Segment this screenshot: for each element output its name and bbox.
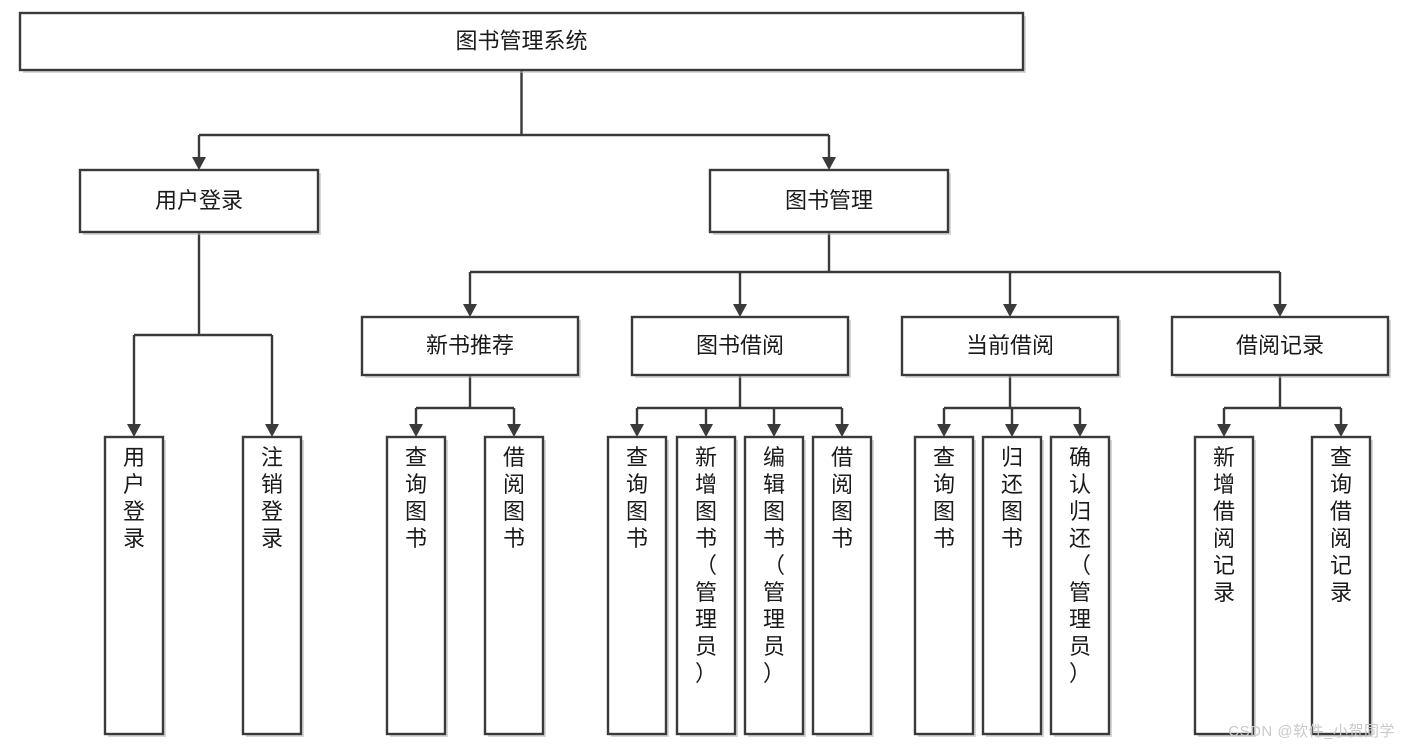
node-label: 编辑图书（管理员） xyxy=(763,445,785,686)
level3-node[interactable]: 借阅记录 xyxy=(1170,315,1391,378)
node-label: 借阅图书 xyxy=(503,445,525,551)
arrow-head xyxy=(630,424,644,437)
node-label: 查询图书 xyxy=(626,445,648,551)
node-label: 注销登录 xyxy=(261,445,283,551)
arrow-head xyxy=(463,304,477,317)
node-border[interactable] xyxy=(385,435,447,736)
arrow-head xyxy=(192,157,206,170)
arrow-head xyxy=(767,424,781,437)
level2-node[interactable]: 用户登录 xyxy=(78,168,321,235)
leaf-node[interactable]: 借阅图书 xyxy=(811,435,874,737)
arrow-head xyxy=(127,424,141,437)
node-border[interactable] xyxy=(1049,435,1111,736)
node-border[interactable] xyxy=(483,435,545,736)
node-border[interactable] xyxy=(708,168,950,234)
arrow-head xyxy=(699,424,713,437)
arrow-head xyxy=(265,424,279,437)
level3-node[interactable]: 当前借阅 xyxy=(900,315,1121,378)
leaf-node[interactable]: 查询借阅记录 xyxy=(1310,435,1373,737)
arrow-head xyxy=(1005,424,1019,437)
root-node[interactable]: 图书管理系统 xyxy=(18,11,1026,73)
node-border[interactable] xyxy=(1193,435,1255,736)
node-border[interactable] xyxy=(675,435,737,736)
node-border[interactable] xyxy=(743,435,805,736)
node-label: 查询图书 xyxy=(933,445,955,551)
arrow-head xyxy=(1217,424,1231,437)
node-border[interactable] xyxy=(900,315,1120,377)
node-border[interactable] xyxy=(1310,435,1372,736)
node-label: 确认归还（管理员） xyxy=(1069,445,1091,686)
node-label: 借阅记录 xyxy=(1236,333,1324,358)
leaf-node[interactable]: 借阅图书 xyxy=(483,435,546,737)
node-border[interactable] xyxy=(1170,315,1390,377)
node-label: 图书借阅 xyxy=(696,333,784,358)
node-border[interactable] xyxy=(811,435,873,736)
leaf-node[interactable]: 查询图书 xyxy=(606,435,669,737)
node-label: 查询借阅记录 xyxy=(1330,445,1352,605)
node-border[interactable] xyxy=(103,435,165,736)
node-border[interactable] xyxy=(981,435,1043,736)
leaf-node[interactable]: 查询图书 xyxy=(913,435,976,737)
leaf-node[interactable]: 查询图书 xyxy=(385,435,448,737)
node-label: 新书推荐 xyxy=(426,333,514,358)
arrow-head xyxy=(1003,304,1017,317)
level3-node[interactable]: 图书借阅 xyxy=(630,315,851,378)
leaf-node[interactable]: 新增借阅记录 xyxy=(1193,435,1256,737)
node-label: 用户登录 xyxy=(155,188,243,213)
node-label: 当前借阅 xyxy=(966,333,1054,358)
node-border[interactable] xyxy=(360,315,580,377)
arrow-head xyxy=(822,157,836,170)
node-label: 归还图书 xyxy=(1001,445,1023,551)
level3-node[interactable]: 新书推荐 xyxy=(360,315,581,378)
leaf-node[interactable]: 确认归还（管理员） xyxy=(1049,435,1112,737)
node-border[interactable] xyxy=(241,435,303,736)
node-label: 查询图书 xyxy=(405,445,427,551)
node-layer: 图书管理系统用户登录图书管理新书推荐图书借阅当前借阅借阅记录用户登录注销登录查询… xyxy=(18,11,1391,737)
node-label: 新增图书（管理员） xyxy=(695,445,717,686)
leaf-node[interactable]: 用户登录 xyxy=(103,435,166,737)
level2-node[interactable]: 图书管理 xyxy=(708,168,951,235)
arrow-head xyxy=(937,424,951,437)
node-border[interactable] xyxy=(606,435,668,736)
node-label: 图书管理 xyxy=(785,188,873,213)
arrow-head xyxy=(835,424,849,437)
arrow-head xyxy=(1073,424,1087,437)
node-border[interactable] xyxy=(913,435,975,736)
arrow-head xyxy=(1273,304,1287,317)
leaf-node[interactable]: 编辑图书（管理员） xyxy=(743,435,806,737)
leaf-node[interactable]: 归还图书 xyxy=(981,435,1044,737)
node-border[interactable] xyxy=(18,11,1025,72)
node-label: 借阅图书 xyxy=(831,445,853,551)
arrow-head xyxy=(409,424,423,437)
leaf-node[interactable]: 新增图书（管理员） xyxy=(675,435,738,737)
leaf-node[interactable]: 注销登录 xyxy=(241,435,304,737)
arrow-head xyxy=(1334,424,1348,437)
node-label: 用户登录 xyxy=(123,445,145,551)
node-label: 新增借阅记录 xyxy=(1213,445,1235,605)
connector-layer xyxy=(127,70,1348,437)
node-border[interactable] xyxy=(78,168,320,234)
arrow-head xyxy=(733,304,747,317)
node-border[interactable] xyxy=(630,315,850,377)
arrow-head xyxy=(507,424,521,437)
node-label: 图书管理系统 xyxy=(455,28,587,53)
